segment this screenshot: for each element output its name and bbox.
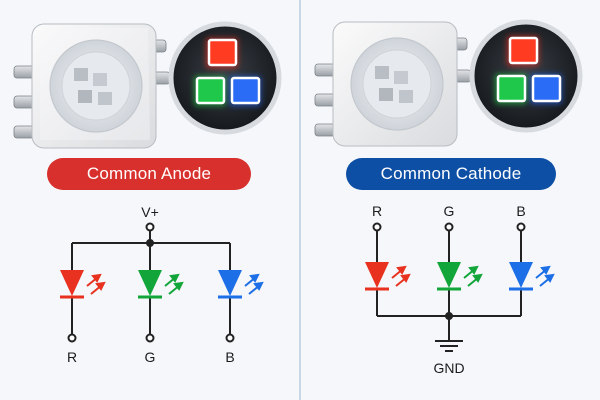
blue-light-arrows-icon: [244, 273, 264, 295]
blue-led-symbol: [218, 270, 264, 299]
green-light-arrows-icon: [164, 273, 184, 295]
green-terminal: [444, 222, 454, 232]
pin-label-g: G: [145, 349, 156, 365]
blue-terminal: [225, 333, 235, 343]
green-light-arrows-icon: [463, 265, 483, 287]
common-anode-badge: Common Anode: [47, 158, 251, 190]
pin-label-r: R: [67, 349, 77, 365]
pin-label-b: B: [225, 349, 234, 365]
supply-terminal: [145, 222, 155, 232]
red-terminal: [372, 222, 382, 232]
red-led-symbol: [60, 270, 106, 299]
led-package: [314, 21, 472, 147]
led-die-zoom-view: [469, 19, 583, 133]
blue-terminal: [516, 222, 526, 232]
ground-label: GND: [433, 360, 464, 376]
pin-label-g: G: [444, 203, 455, 219]
common-anode-illustration: V+ R G B: [13, 21, 282, 365]
led-die-zoom-view: [168, 21, 282, 135]
red-light-arrows-icon: [86, 273, 106, 295]
led-package: [13, 23, 171, 149]
supply-label: V+: [141, 204, 159, 220]
red-light-arrows-icon: [391, 265, 411, 287]
green-led-symbol: [437, 262, 483, 291]
panel-divider: [299, 0, 301, 400]
common-anode-circuit: [67, 222, 235, 343]
green-terminal: [145, 333, 155, 343]
blue-light-arrows-icon: [535, 265, 555, 287]
green-led-symbol: [138, 270, 184, 299]
common-cathode-illustration: R G B GND: [314, 19, 583, 376]
blue-led-symbol: [509, 262, 555, 291]
pin-label-r: R: [372, 203, 382, 219]
red-terminal: [67, 333, 77, 343]
common-cathode-panel: R G B GND Common Cathode: [301, 0, 600, 400]
common-anode-panel: V+ R G B Common Anode: [0, 0, 299, 400]
common-cathode-badge: Common Cathode: [346, 158, 556, 190]
pin-label-b: B: [516, 203, 525, 219]
ground-icon: [435, 340, 463, 352]
common-cathode-circuit: [372, 222, 526, 340]
red-led-symbol: [365, 262, 411, 291]
